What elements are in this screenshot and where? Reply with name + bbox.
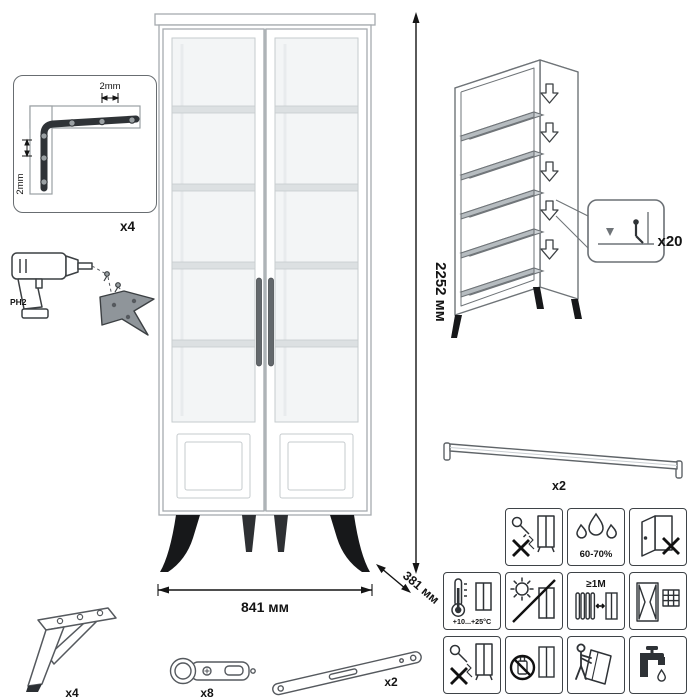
folding-doors-grid-icon: [636, 582, 680, 622]
height-label: 2252 мм: [432, 262, 449, 322]
drill-icon: [11, 252, 93, 319]
corner-bracket: [40, 115, 140, 192]
open-door-warning-icon: [641, 515, 680, 557]
cabinet-legs: [160, 515, 370, 572]
shelf-installation-diagram: x20: [451, 59, 683, 338]
radiator-distance-icon: ≥1M: [575, 579, 618, 620]
humidity-drops-icon: 60-70%: [576, 512, 617, 560]
no-scratch-key-icon: [511, 515, 555, 557]
leg-count: x4: [65, 686, 79, 700]
main-cabinet-front-view: [154, 13, 376, 572]
person-carrying-icon: [575, 643, 612, 685]
leg-foot-tip: [26, 684, 42, 692]
top-gap-label: 2mm: [99, 81, 120, 92]
cabinet-leg-3d: [99, 290, 155, 336]
thermometer-icon: +10...+25°C: [451, 578, 492, 626]
shelves-through-glass: [171, 105, 359, 348]
cabinet-3d-legs: [451, 287, 582, 338]
corner-bracket-detail-box: 2mm 2mm: [13, 75, 157, 213]
leg-assembly-count: x4: [120, 219, 136, 234]
height-dimension: 2252 мм: [412, 12, 449, 574]
leg-shape: [27, 607, 117, 687]
care-no-sunlight: [505, 572, 563, 630]
side-gap-label: 2mm: [15, 173, 26, 194]
care-no-scratch-tools: [443, 636, 501, 694]
rail-edge-line: [449, 447, 678, 466]
drill-bit-label: PH2: [10, 297, 27, 307]
hinge-screw-cross: [204, 668, 210, 674]
strap-shape: [272, 651, 422, 696]
temperature-label: +10...+25°C: [453, 617, 491, 626]
hinge-count: x8: [200, 686, 214, 700]
width-label: 841 мм: [241, 599, 289, 615]
hinge-part: x8: [169, 657, 256, 700]
callout-leader-lines: [555, 199, 589, 249]
distance-label: ≥1M: [586, 579, 605, 590]
top-gap-dimension: [100, 93, 120, 103]
leg-part: x4: [26, 607, 117, 700]
leg-screw-holes: [111, 298, 137, 320]
bracket-screws: [40, 116, 136, 186]
leg-assembly-diagram: x4 PH2: [10, 219, 155, 336]
care-door-no-lean: [629, 508, 687, 566]
glass-panels: [171, 37, 359, 423]
strap-count: x2: [384, 675, 398, 689]
care-carry-upright: [567, 636, 625, 694]
no-scratch-tools-icon: [449, 643, 493, 685]
care-no-scratch-key: [505, 508, 563, 566]
shelf-pin-icon: [598, 212, 654, 245]
insert-arrows: [540, 83, 559, 260]
corner-bracket-diagram: 2mm 2mm: [15, 81, 141, 195]
depth-dimension: 381 мм: [376, 564, 442, 607]
care-humidity: 60-70%: [567, 508, 625, 566]
care-temperature: +10...+25°C: [443, 572, 501, 630]
care-min-distance: ≥1M: [567, 572, 625, 630]
rail-count: x2: [552, 479, 566, 493]
care-no-water: [629, 636, 687, 694]
care-ventilation: [629, 572, 687, 630]
screws: [103, 271, 121, 293]
shelf-pin-callout-box: [587, 199, 665, 263]
rail-shape: [443, 442, 683, 479]
shelves: [459, 111, 545, 298]
strap-part: x2: [272, 651, 422, 696]
door-handles: [256, 277, 274, 367]
leg-plate-holes: [56, 609, 104, 625]
no-solvents-icon: [509, 646, 555, 681]
width-dimension: 841 мм: [157, 584, 373, 615]
side-gap-dimension: [22, 138, 32, 158]
care-no-solvents: [505, 636, 563, 694]
hinge-shape: [169, 657, 256, 685]
shelf-pin-count: x20: [657, 233, 682, 250]
top-rail-part: x2: [443, 442, 683, 493]
humidity-label: 60-70%: [580, 549, 613, 560]
sun-icon: [510, 577, 556, 623]
bottom-door-panels: [176, 433, 354, 499]
faucet-icon: [640, 646, 667, 682]
